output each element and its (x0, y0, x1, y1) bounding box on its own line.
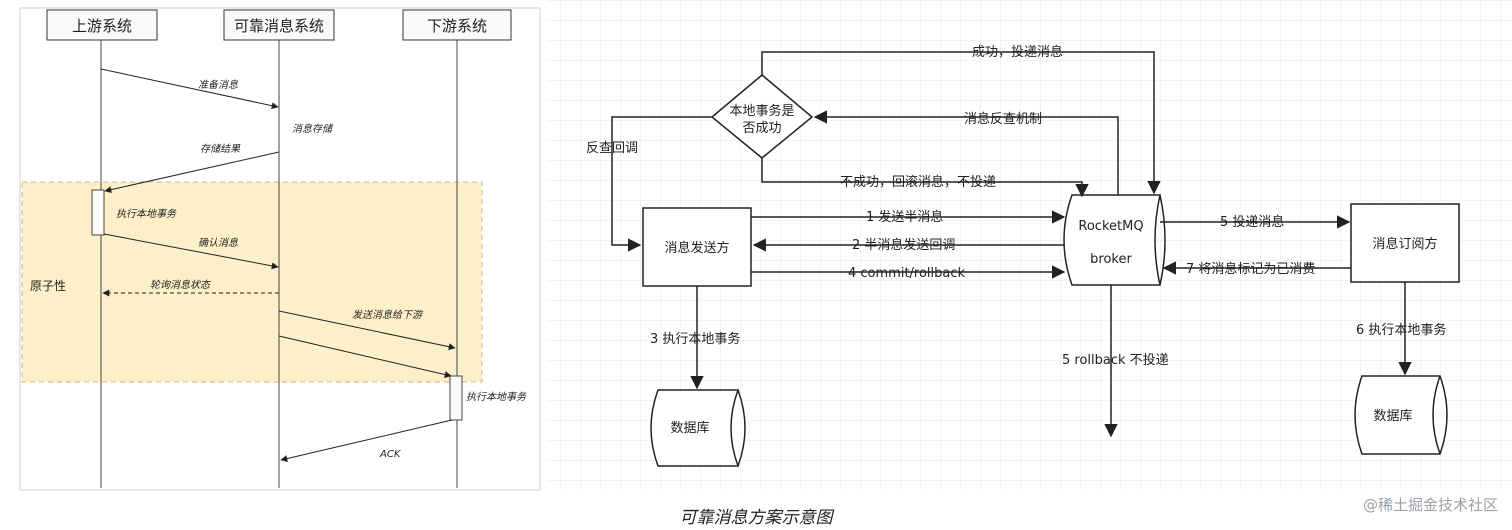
broker-box: RocketMQ broker (1063, 194, 1166, 286)
edge-fail (761, 158, 1089, 198)
lane-reliable-label: 可靠消息系统 (234, 17, 324, 35)
lane-downstream: 下游系统 (402, 9, 512, 41)
broker-line1: RocketMQ (1078, 219, 1143, 234)
label-step5-deliver: 5 投递消息 (1220, 214, 1284, 230)
broker-line2: broker (1090, 252, 1132, 267)
activation-downstream (449, 375, 463, 421)
label-check-back-mechanism: 消息反查机制 (964, 111, 1042, 127)
label-check-back-callback: 反查回调 (586, 141, 638, 156)
label-step2: 2 半消息发送回调 (852, 237, 955, 253)
msg-store-label: 消息存储 (292, 123, 334, 135)
lane-upstream-label: 上游系统 (72, 17, 132, 35)
figure-caption: 可靠消息方案示意图 (679, 508, 833, 528)
label-step6: 6 执行本地事务 (1356, 322, 1446, 338)
watermark: @稀土掘金技术社区 (1362, 496, 1498, 514)
label-step1: 1 发送半消息 (866, 209, 943, 225)
database-left: 数据库 (650, 389, 746, 467)
consumer-box: 消息订阅方 (1350, 203, 1460, 283)
msg-send-downstream-arrow (278, 310, 456, 351)
label-step4: 4 commit/rollback (848, 266, 966, 281)
activation-upstream (91, 189, 105, 236)
consumer-label: 消息订阅方 (1372, 236, 1437, 252)
producer-label: 消息发送方 (664, 240, 729, 256)
decision-diamond: 本地事务是 否成功 (710, 74, 814, 159)
label-step3: 3 执行本地事务 (650, 331, 740, 347)
edge-success (761, 51, 1161, 195)
msg-confirm-label: 确认消息 (198, 237, 238, 249)
label-step7: 7 将消息标记为已消费 (1186, 261, 1315, 277)
msg-ack-arrow (280, 419, 453, 462)
database-right-label: 数据库 (1373, 408, 1412, 424)
label-success: 成功，投递消息 (972, 44, 1063, 60)
msg-send-downstream-label: 发送消息给下游 (352, 309, 424, 321)
msg-prepare-label: 准备消息 (198, 79, 238, 91)
database-right: 数据库 (1354, 375, 1448, 455)
diagram-canvas: 原子性 上游系统 可靠消息系统 下游系统 准备消息 消息存储 存储结果 执行本地… (19, 0, 1512, 491)
edge-check-back-callback (611, 116, 712, 252)
lane-upstream: 上游系统 (46, 9, 158, 41)
sequence-diagram: 原子性 上游系统 可靠消息系统 下游系统 准备消息 消息存储 存储结果 执行本地… (19, 7, 541, 491)
msg-exec-local-downstream-label: 执行本地事务 (466, 391, 527, 403)
atomic-region (21, 181, 483, 383)
msg-confirm-arrow (103, 233, 279, 270)
producer-box: 消息发送方 (642, 207, 752, 287)
lane-downstream-label: 下游系统 (427, 17, 487, 35)
label-fail: 不成功，回滚消息，不投递 (840, 174, 996, 190)
database-left-label: 数据库 (670, 420, 709, 436)
label-step5-rollback: 5 rollback 不投递 (1062, 352, 1169, 368)
decision-line2: 否成功 (742, 121, 781, 136)
msg-store-result-arrow (104, 151, 280, 194)
flow-diagram: 本地事务是 否成功 消息发送方 RocketMQ broker 消息订阅方 数据… (548, 0, 1512, 490)
msg-poll-label: 轮询消息状态 (150, 279, 212, 291)
msg-second-send-arrow (278, 335, 452, 378)
msg-prepare-arrow (100, 68, 279, 110)
msg-exec-local-label: 执行本地事务 (116, 208, 177, 220)
edge-check-back (813, 110, 1119, 195)
lane-reliable: 可靠消息系统 (223, 9, 335, 41)
decision-line1: 本地事务是 (729, 103, 794, 119)
atomic-label: 原子性 (30, 279, 66, 293)
msg-ack-label: ACK (379, 449, 402, 460)
msg-store-result-label: 存储结果 (200, 143, 241, 155)
